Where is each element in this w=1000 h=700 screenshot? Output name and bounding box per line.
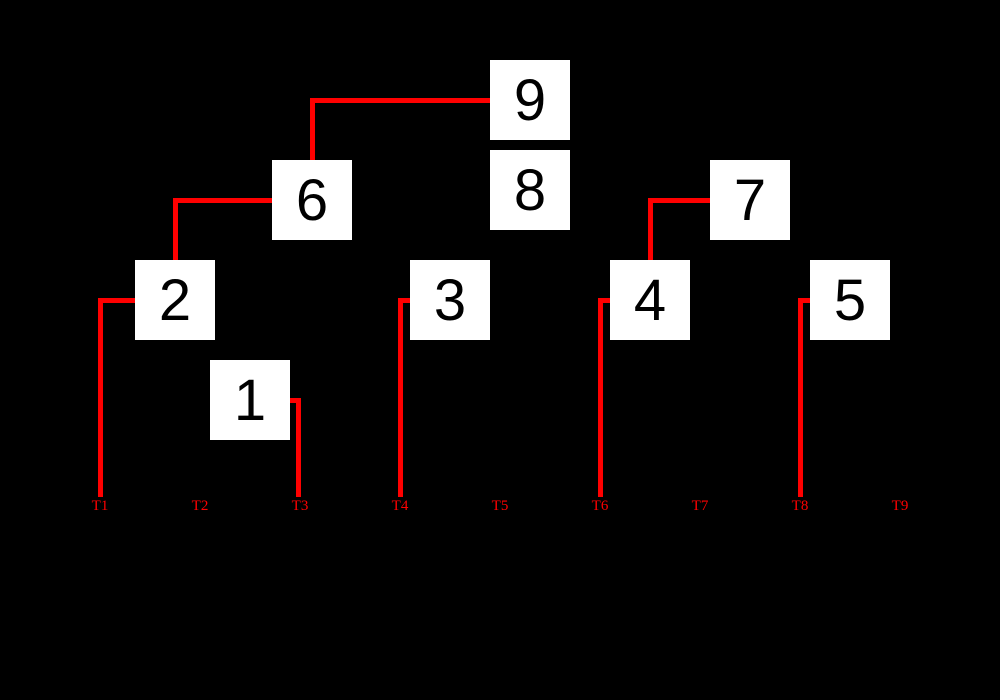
team-t1-label: T1 [91, 498, 109, 514]
match-2-number: 2 [158, 268, 192, 333]
connector-node6-to-node2-seg2 [173, 198, 178, 260]
match-3-number: 3 [433, 268, 467, 333]
match-9-box: 9 [490, 60, 570, 140]
match-2-box: 2 [135, 260, 215, 340]
team-t5-label: T5 [491, 498, 509, 514]
connector-node7-to-node4-seg2 [648, 198, 653, 260]
match-9-number: 9 [513, 68, 547, 133]
match-5-box: 5 [810, 260, 890, 340]
match-4-box: 4 [610, 260, 690, 340]
match-6-number: 6 [295, 168, 329, 233]
match-7-number: 7 [733, 168, 767, 233]
connector-node2-to-T1-seg1 [98, 298, 135, 303]
match-6-box: 6 [272, 160, 352, 240]
connector-node9-to-node6-seg1 [310, 98, 490, 103]
connector-node3-to-T4-seg2 [398, 298, 403, 497]
match-4-number: 4 [633, 268, 667, 333]
connector-node6-to-node2-seg1 [173, 198, 272, 203]
match-8-number: 8 [513, 158, 547, 223]
connector-node9-to-node6-seg2 [310, 98, 315, 160]
match-5-number: 5 [833, 268, 867, 333]
match-1-box: 1 [210, 360, 290, 440]
connector-node5-to-T8-seg1 [798, 298, 810, 303]
connector-node2-to-T1-seg2 [98, 298, 103, 497]
connector-node5-to-T8-seg2 [798, 298, 803, 497]
team-t7-label: T7 [691, 498, 709, 514]
match-8-box: 8 [490, 150, 570, 230]
match-3-box: 3 [410, 260, 490, 340]
connector-node4-to-T6-seg1 [598, 298, 610, 303]
team-t2-label: T2 [191, 498, 209, 514]
team-t8-label: T8 [791, 498, 809, 514]
connector-node1-to-T3-seg1 [290, 398, 301, 403]
team-t6-label: T6 [591, 498, 609, 514]
match-7-box: 7 [710, 160, 790, 240]
team-t9-label: T9 [891, 498, 909, 514]
connector-node3-to-T4-seg1 [398, 298, 410, 303]
connector-node4-to-T6-seg2 [598, 298, 603, 497]
match-1-number: 1 [233, 368, 267, 433]
team-t4-label: T4 [391, 498, 409, 514]
connector-node7-to-node4-seg1 [648, 198, 710, 203]
team-t3-label: T3 [291, 498, 309, 514]
connector-node1-to-T3-seg2 [296, 398, 301, 497]
